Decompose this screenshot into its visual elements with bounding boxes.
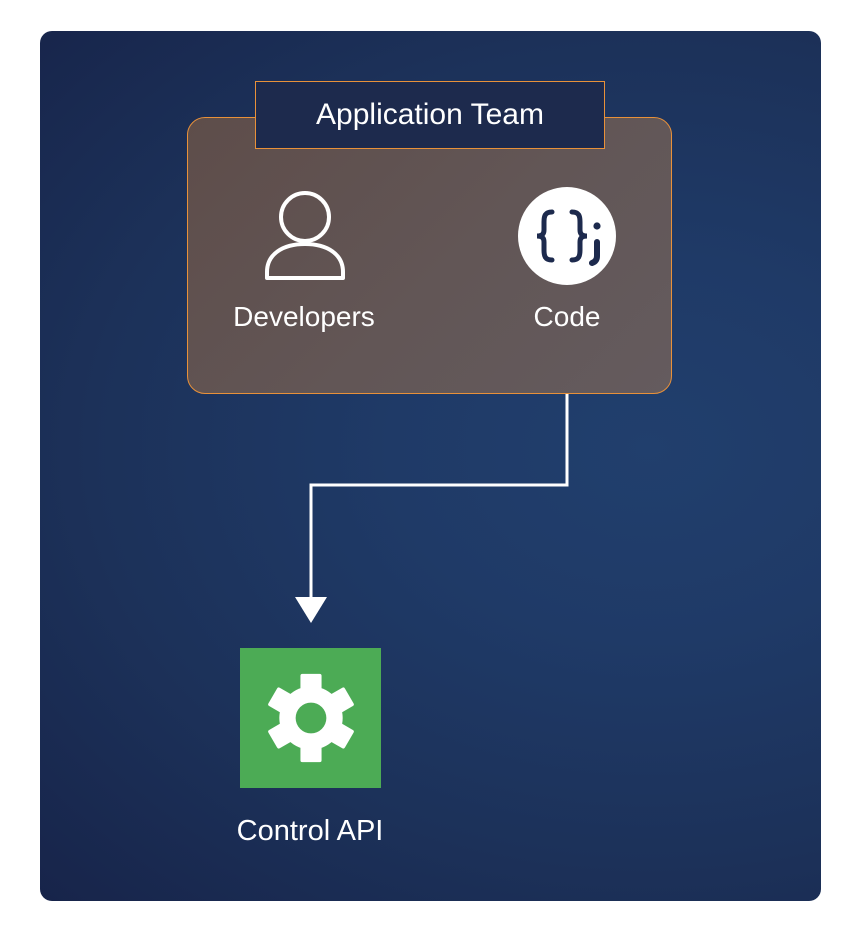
developers-label: Developers bbox=[233, 301, 375, 332]
gear-icon bbox=[267, 673, 354, 763]
control-api-label: Control API bbox=[236, 815, 384, 847]
code-braces-icon bbox=[518, 187, 616, 285]
application-team-title: Application Team bbox=[255, 81, 605, 149]
code-label: Code bbox=[533, 301, 601, 332]
user-icon bbox=[265, 191, 345, 280]
control-api-box bbox=[240, 648, 381, 788]
